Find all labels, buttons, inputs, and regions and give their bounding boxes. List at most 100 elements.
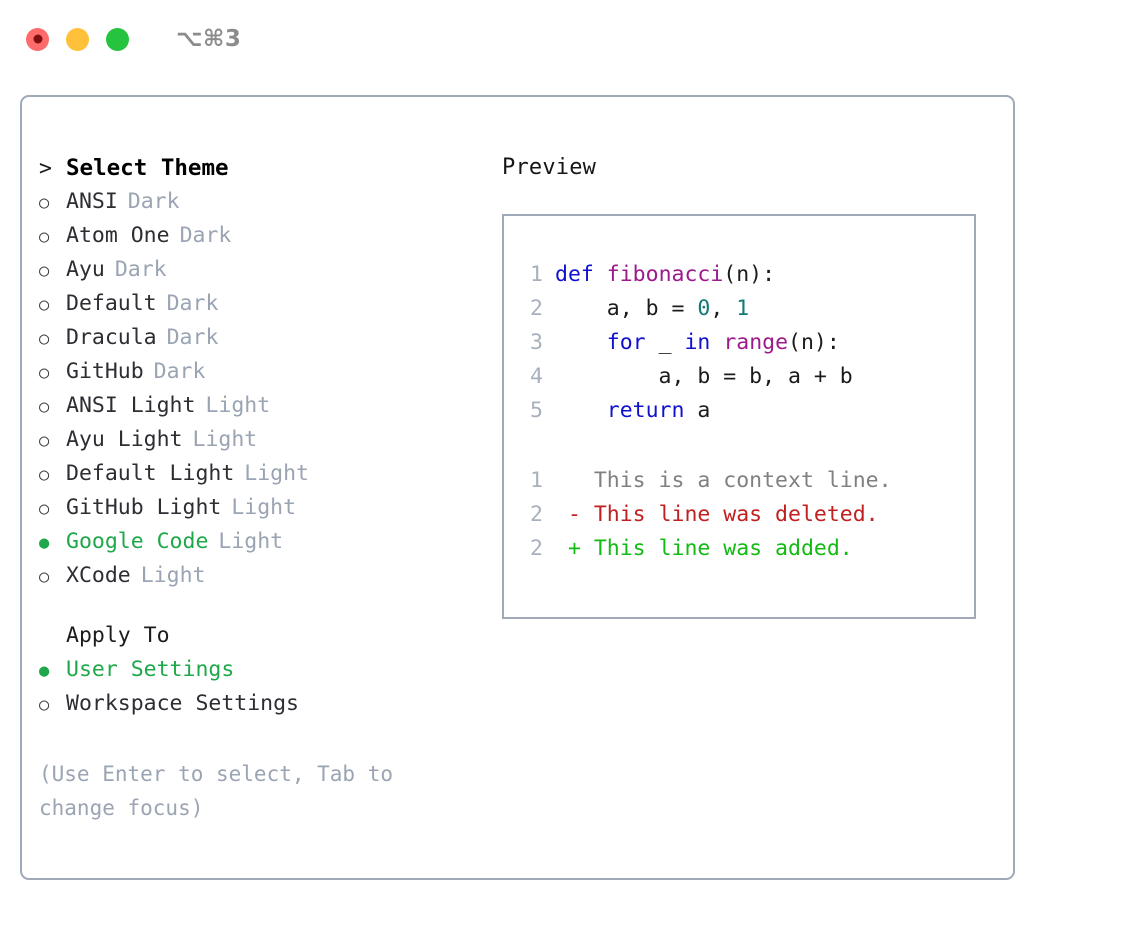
diff-text: This line was deleted. <box>593 502 879 527</box>
apply-to-item[interactable]: ● User Settings <box>39 653 489 687</box>
code-line-number: 1 <box>530 262 543 287</box>
theme-variant-badge: Dark <box>114 257 167 282</box>
code-token: in <box>684 330 711 355</box>
code-line: 4 a, b = b, a + b <box>517 360 853 394</box>
code-token: , <box>710 296 737 321</box>
diff-line: 2 + This line was added. <box>517 532 892 566</box>
radio-unselected-icon[interactable]: ○ <box>39 465 50 485</box>
code-token: for <box>606 330 646 355</box>
theme-variant-badge: Light <box>231 495 297 520</box>
code-line: 1 def fibonacci(n): <box>517 258 853 292</box>
radio-unselected-icon[interactable]: ○ <box>39 363 50 383</box>
apply-to-title: Apply To <box>66 623 170 648</box>
theme-name: GitHub <box>66 359 144 384</box>
code-token: def <box>555 262 594 287</box>
diff-text: This line was added. <box>593 536 853 561</box>
diff-text: This is a context line. <box>593 468 892 493</box>
page-title: Select Theme <box>66 155 229 181</box>
theme-name: GitHub Light <box>66 495 222 520</box>
code-line-number: 5 <box>530 398 543 423</box>
minimize-dot[interactable] <box>66 27 89 51</box>
theme-variant-badge: Light <box>192 427 258 452</box>
apply-to-header: Apply To <box>39 619 489 653</box>
code-token <box>594 262 607 287</box>
code-token: a, b = b, a + b <box>555 364 853 389</box>
code-token: a <box>684 398 711 423</box>
theme-list-item[interactable]: ○ GitHub Light Light <box>39 491 489 525</box>
code-token: (n): <box>723 262 776 287</box>
apply-to-item[interactable]: ○ Workspace Settings <box>39 687 489 721</box>
radio-selected-icon[interactable]: ● <box>39 533 50 553</box>
diff-line-number: 2 <box>530 502 543 527</box>
apply-to-label: User Settings <box>66 657 235 682</box>
code-token: a, b = <box>555 296 698 321</box>
code-line: 3 for _ in range(n): <box>517 326 853 360</box>
maximize-dot[interactable] <box>106 27 129 51</box>
theme-variant-badge: Dark <box>166 291 219 316</box>
code-token: (n): <box>788 330 840 355</box>
theme-name: XCode <box>66 563 131 588</box>
diff-sample: 1 This is a context line. 2 - This line w… <box>517 464 892 566</box>
theme-list-item[interactable]: ○ Ayu Dark <box>39 253 489 287</box>
preview-title: Preview <box>502 155 597 180</box>
theme-list-item[interactable]: ○ Ayu Light Light <box>39 423 489 457</box>
theme-name: Dracula <box>66 325 157 350</box>
code-token: fibonacci <box>606 262 724 287</box>
theme-name: Ayu <box>66 257 105 282</box>
cursor-prefix-icon: > <box>39 156 52 181</box>
radio-unselected-icon[interactable]: ○ <box>39 295 50 315</box>
code-token <box>555 398 607 423</box>
theme-variant-badge: Light <box>205 393 271 418</box>
radio-unselected-icon[interactable]: ○ <box>39 431 50 451</box>
window-title: ⌥⌘3 <box>176 25 242 52</box>
code-token <box>555 330 607 355</box>
radio-unselected-icon[interactable]: ○ <box>39 227 50 247</box>
code-sample: 1 def fibonacci(n): 2 a, b = 0, 1 3 for _ i… <box>517 258 853 428</box>
theme-list-item[interactable]: ○ Default Light Light <box>39 457 489 491</box>
diff-marker <box>555 468 594 493</box>
radio-unselected-icon[interactable]: ○ <box>39 193 50 213</box>
diff-line: 2 - This line was deleted. <box>517 498 892 532</box>
apply-to-list: ● User Settings ○ Workspace Settings <box>39 653 489 721</box>
theme-variant-badge: Dark <box>153 359 206 384</box>
diff-line-number: 2 <box>530 536 543 561</box>
radio-unselected-icon[interactable]: ○ <box>39 695 50 715</box>
theme-list-item[interactable]: ○ Dracula Dark <box>39 321 489 355</box>
theme-name: Atom One <box>66 223 170 248</box>
diff-marker: + <box>555 536 594 561</box>
code-line-number: 3 <box>530 330 543 355</box>
select-theme-header: > Select Theme <box>39 151 489 185</box>
theme-variant-badge: Light <box>244 461 310 486</box>
code-token: return <box>606 398 685 423</box>
radio-unselected-icon[interactable]: ○ <box>39 567 50 587</box>
radio-unselected-icon[interactable]: ○ <box>39 499 50 519</box>
code-token <box>710 330 723 355</box>
theme-variant-badge: Light <box>218 529 284 554</box>
theme-variant-badge: Dark <box>166 325 219 350</box>
theme-name: Ayu Light <box>66 427 183 452</box>
radio-unselected-icon[interactable]: ○ <box>39 397 50 417</box>
radio-unselected-icon[interactable]: ○ <box>39 261 50 281</box>
code-token: _ <box>645 330 685 355</box>
close-dot[interactable] <box>26 27 49 51</box>
diff-line-number: 1 <box>530 468 543 493</box>
theme-list-item[interactable]: ○ GitHub Dark <box>39 355 489 389</box>
code-token: 0 <box>697 296 711 321</box>
diff-marker: - <box>555 502 594 527</box>
keyboard-hint: (Use Enter to select, Tab to change focu… <box>39 762 394 820</box>
code-line-number: 2 <box>530 296 543 321</box>
radio-selected-icon[interactable]: ● <box>39 661 50 681</box>
window-titlebar: ⌥⌘3 <box>0 0 1140 78</box>
theme-name: Default Light <box>66 461 235 486</box>
apply-to-label: Workspace Settings <box>66 691 299 716</box>
radio-unselected-icon[interactable]: ○ <box>39 329 50 349</box>
